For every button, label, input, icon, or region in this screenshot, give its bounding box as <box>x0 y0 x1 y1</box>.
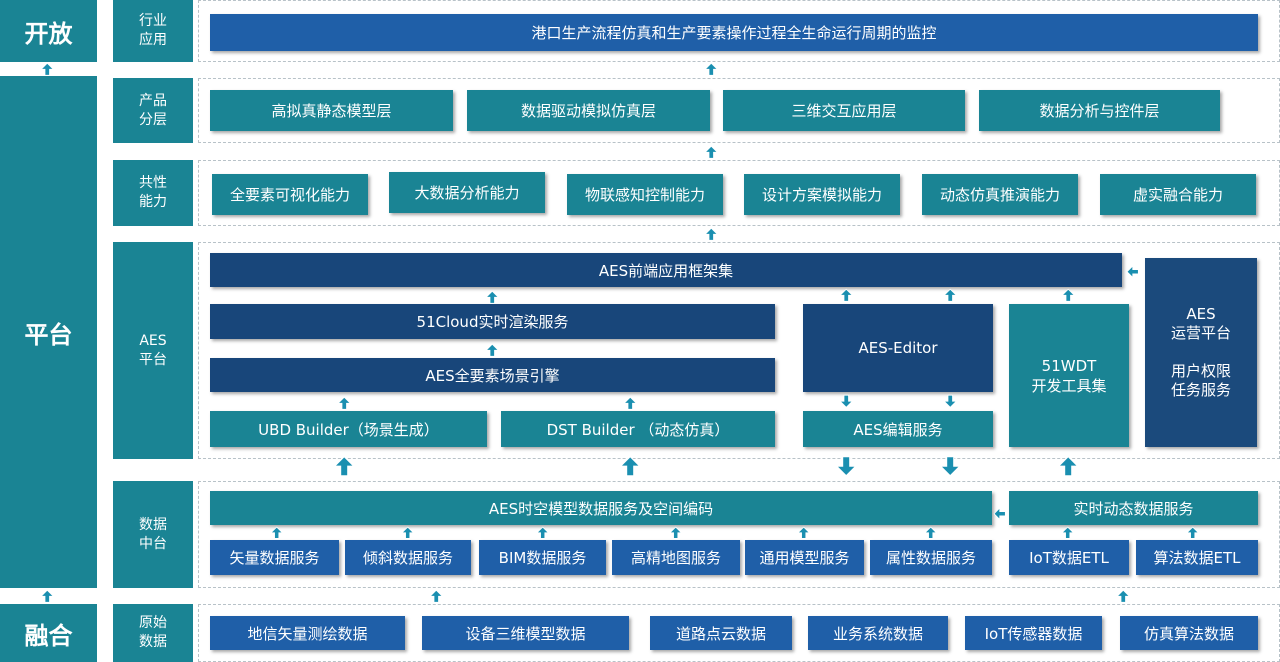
capability-box: 物联感知控制能力 <box>567 174 723 215</box>
flow-arrow-icon <box>401 526 415 539</box>
flow-arrow-icon <box>704 227 718 241</box>
row-label-aes: AES 平台 <box>113 242 193 459</box>
raw-data-box: 业务系统数据 <box>808 616 948 650</box>
industry-bar: 港口生产流程仿真和生产要素操作过程全生命运行周期的监控 <box>210 14 1258 51</box>
flow-arrow-icon <box>669 526 683 539</box>
row-label-common: 共性 能力 <box>113 160 193 226</box>
flow-arrow-icon <box>429 589 443 603</box>
flow-arrow-icon <box>1056 455 1080 477</box>
wdt-toolset-box: 51WDT 开发工具集 <box>1009 304 1129 447</box>
capability-box: 动态仿真推演能力 <box>922 174 1078 215</box>
flow-arrow-icon <box>1116 589 1130 603</box>
ubd-builder-box: UBD Builder（场景生成） <box>210 411 487 447</box>
flow-arrow-icon <box>834 455 858 477</box>
flow-arrow-icon <box>704 145 718 159</box>
spatial-data-service-bar: AES时空模型数据服务及空间编码 <box>210 491 992 525</box>
row-label-datacenter: 数据 中台 <box>113 481 193 588</box>
aes-cloud-render-bar: 51Cloud实时渲染服务 <box>210 304 775 339</box>
product-box: 数据驱动模拟仿真层 <box>467 90 710 131</box>
flow-arrow-icon <box>40 62 54 76</box>
raw-data-box: 仿真算法数据 <box>1120 616 1258 650</box>
data-service-box: 倾斜数据服务 <box>345 540 471 575</box>
flow-arrow-icon <box>704 62 718 76</box>
platform-label: 平台 <box>0 76 97 588</box>
aes-editor-box: AES-Editor <box>803 304 993 392</box>
data-service-box: 属性数据服务 <box>870 540 992 575</box>
flow-arrow-icon <box>1186 526 1200 539</box>
product-box: 数据分析与控件层 <box>979 90 1220 131</box>
open-label: 开放 <box>0 0 97 62</box>
row-label-raw: 原始 数据 <box>113 604 193 662</box>
flow-arrow-icon <box>839 394 853 408</box>
dst-builder-box: DST Builder （动态仿真） <box>501 411 775 447</box>
raw-data-box: 地信矢量测绘数据 <box>210 616 405 650</box>
flow-arrow-icon <box>943 394 957 408</box>
flow-arrow-icon <box>485 290 499 304</box>
flow-arrow-icon <box>1126 265 1139 279</box>
flow-arrow-icon <box>938 455 962 477</box>
product-box: 三维交互应用层 <box>723 90 965 131</box>
flow-arrow-icon <box>618 455 642 477</box>
realtime-data-service-bar: 实时动态数据服务 <box>1009 491 1258 525</box>
etl-box: 算法数据ETL <box>1136 540 1258 575</box>
flow-arrow-icon <box>924 526 938 539</box>
fusion-label: 融合 <box>0 604 97 662</box>
flow-arrow-icon <box>1061 526 1075 539</box>
aes-scene-engine-bar: AES全要素场景引擎 <box>210 358 775 392</box>
aes-edit-service-box: AES编辑服务 <box>803 411 993 447</box>
aes-frontend-bar: AES前端应用框架集 <box>210 253 1122 287</box>
flow-arrow-icon <box>40 589 54 603</box>
flow-arrow-icon <box>797 526 811 539</box>
flow-arrow-icon <box>839 288 853 302</box>
etl-box: IoT数据ETL <box>1009 540 1129 575</box>
flow-arrow-icon <box>332 455 356 477</box>
flow-arrow-icon <box>943 288 957 302</box>
raw-data-box: 道路点云数据 <box>650 616 792 650</box>
flow-arrow-icon <box>623 396 637 410</box>
raw-data-box: IoT传感器数据 <box>965 616 1102 650</box>
flow-arrow-icon <box>485 343 499 357</box>
flow-arrow-icon <box>993 507 1006 521</box>
aes-ops-platform-box: AES 运营平台 用户权限 任务服务 <box>1145 258 1257 447</box>
data-service-box: 矢量数据服务 <box>210 540 339 575</box>
row-label-product: 产品 分层 <box>113 78 193 143</box>
data-service-box: BIM数据服务 <box>479 540 606 575</box>
wdt-toolset-label: 51WDT 开发工具集 <box>1031 356 1107 395</box>
flow-arrow-icon <box>536 526 550 539</box>
capability-box: 大数据分析能力 <box>389 172 545 213</box>
flow-arrow-icon <box>1061 288 1075 302</box>
capability-box: 全要素可视化能力 <box>212 174 368 215</box>
row-label-industry: 行业 应用 <box>113 0 193 62</box>
capability-box: 虚实融合能力 <box>1100 174 1256 215</box>
capability-box: 设计方案模拟能力 <box>744 174 900 215</box>
data-service-box: 高精地图服务 <box>612 540 740 575</box>
data-service-box: 通用模型服务 <box>745 540 864 575</box>
flow-arrow-icon <box>337 396 351 410</box>
raw-data-box: 设备三维模型数据 <box>422 616 629 650</box>
product-box: 高拟真静态模型层 <box>210 90 453 131</box>
flow-arrow-icon <box>270 526 284 539</box>
